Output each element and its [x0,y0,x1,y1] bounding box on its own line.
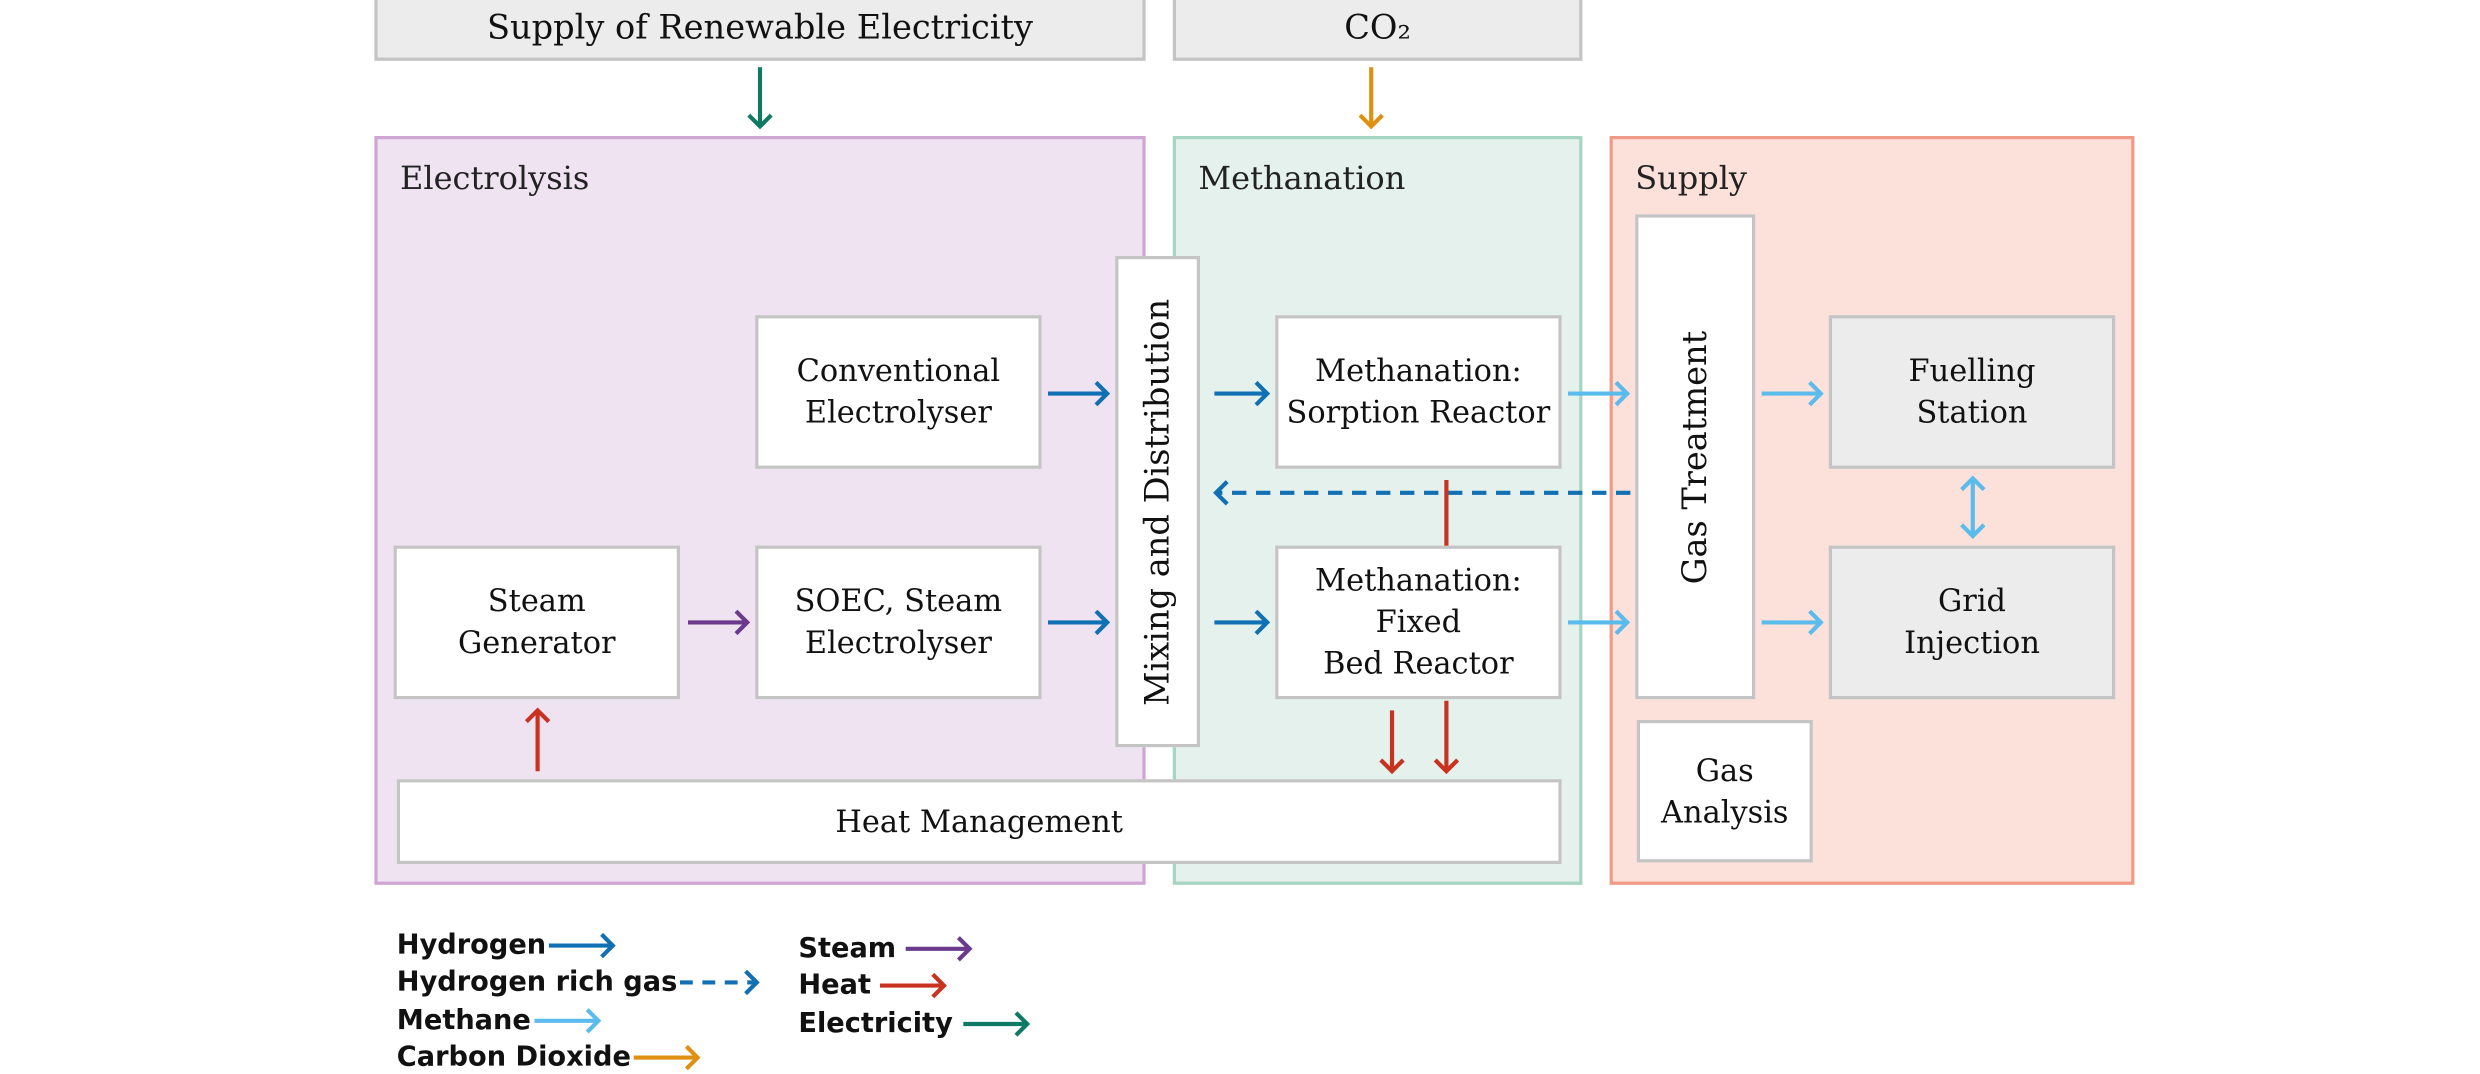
renewable-electricity-label: Supply of Renewable Electricity [486,8,1034,47]
heat-arrow-icon [880,972,948,999]
conventional-electrolyser-box: Conventional Electrolyser [755,315,1042,469]
mixing-distribution-label: Mixing and Distribution [1138,298,1177,706]
fuelling-station-box: Fuelling Station [1828,315,2116,469]
legend-item-heat: Heat [798,970,951,1002]
legend-item-hydrogen: Hydrogen [397,930,620,962]
co2-label: CO₂ [1344,8,1411,47]
legend-label: Steam [798,932,897,965]
methane-arrow-icon [534,1008,601,1034]
steam-generator-label: Steam Generator [458,584,616,661]
grid-injection-box: Grid Injection [1828,545,2116,700]
legend-label: Electricity [798,1008,953,1040]
sorption-reactor-label: Methanation: Sorption Reactor [1286,353,1551,431]
conventional-electrolyser-label: Conventional Electrolyser [796,353,1001,431]
hydrogen-arrow-icon [549,932,617,959]
electrolysis-group: Electrolysis [374,136,1146,885]
fuelling-station-label: Fuelling Station [1908,353,2036,431]
co2-arrow [1358,67,1384,130]
electricity-arrow-icon [962,1011,1030,1037]
mixing-distribution-box: Mixing and Distribution [1115,256,1200,748]
legend-label: Hydrogen [396,929,547,962]
carbon-dioxide-arrow-icon [634,1044,702,1071]
methanation-group: Methanation [1172,136,1583,885]
steam-arrow-icon [905,936,973,962]
supply-group-label: Supply [1635,158,1748,197]
co2-box: CO₂ [1172,0,1583,61]
hydrogen-rich-gas-arrow-icon [680,969,761,996]
legend-label: Methane [396,1004,531,1037]
gas-treatment-label: Gas Treatment [1676,330,1715,584]
legend-item-electricity: Electricity [798,1008,1032,1040]
sorption-reactor-box: Methanation: Sorption Reactor [1275,315,1562,469]
renewable-electricity-box: Supply of Renewable Electricity [374,0,1146,61]
legend-label: Carbon Dioxide [396,1041,631,1074]
gas-analysis-box: Gas Analysis [1636,720,1813,863]
legend-label: Heat [798,969,871,1002]
legend-item-hydrogen-rich-gas: Hydrogen rich gas [397,966,764,998]
electricity-arrow [747,67,773,130]
soec-electrolyser-label: SOEC, Steam Electrolyser [794,584,1003,661]
legend-item-methane: Methane [397,1005,605,1037]
heat-management-box: Heat Management [396,779,1562,864]
fixed-bed-reactor-label: Methanation: Fixed Bed Reactor [1314,563,1522,682]
gas-treatment-box: Gas Treatment [1635,214,1756,700]
grid-injection-label: Grid Injection [1904,584,2040,661]
gas-analysis-label: Gas Analysis [1661,752,1789,830]
methanation-group-label: Methanation [1198,158,1406,197]
legend-item-carbon-dioxide: Carbon Dioxide [397,1042,705,1074]
heat-management-label: Heat Management [835,804,1123,840]
legend-label: Hydrogen rich gas [396,966,678,999]
soec-electrolyser-box: SOEC, Steam Electrolyser [755,545,1042,700]
steam-generator-box: Steam Generator [393,545,680,700]
fixed-bed-reactor-box: Methanation: Fixed Bed Reactor [1275,545,1562,700]
electrolysis-group-label: Electrolysis [400,158,590,197]
legend-item-steam: Steam [798,933,976,965]
